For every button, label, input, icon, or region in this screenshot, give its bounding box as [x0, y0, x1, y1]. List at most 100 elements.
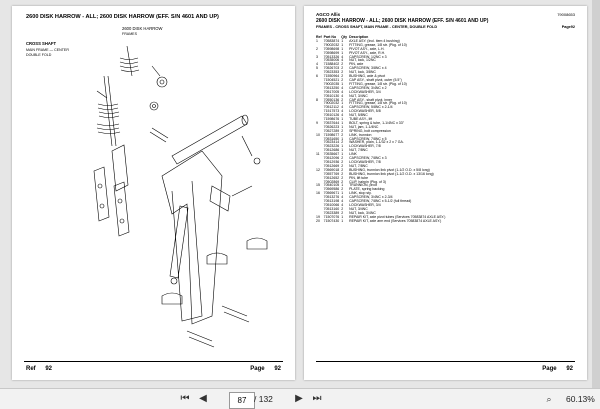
qty-cell: 4	[341, 58, 344, 63]
part-number-cell: 70512112	[323, 105, 339, 110]
document-code: 79008653	[557, 12, 575, 17]
next-page-icon[interactable]: ▶	[295, 393, 303, 404]
part-number-cell: 70598698	[323, 46, 340, 51]
vertical-scrollbar[interactable]	[592, 0, 600, 388]
description-cell: BUSHING, trunnion link pivot (1-1/2 O.D.…	[349, 171, 434, 176]
last-page-icon[interactable]: ⏭	[312, 393, 322, 404]
footer-rule	[24, 361, 283, 362]
qty-cell: 4	[341, 54, 344, 59]
section-title: CROSS SHAFT	[26, 41, 57, 46]
ref-cell: 10	[316, 132, 320, 137]
qty-cell: 2	[341, 128, 344, 133]
qty-cell: 1	[341, 136, 344, 141]
description-cell: NUT, 5/8NC	[349, 113, 368, 118]
qty-cell: 1	[341, 81, 344, 86]
zoom-level: 60.13%	[566, 394, 595, 404]
qty-cell: 2	[341, 97, 344, 102]
description-cell: BUSHING, trunnion link pivot (1-1/2 O.D.…	[349, 167, 430, 172]
qty-cell: 4	[341, 105, 344, 110]
description-cell: LOCKWASHER, 5/8	[349, 109, 381, 114]
part-number-cell: 70526703	[323, 66, 340, 71]
ref-cell: 16	[316, 191, 320, 196]
description-cell: REPAIR KIT, axle arm end (Services 70583…	[349, 218, 442, 223]
description-cell: TUBE ASY., lift	[349, 117, 373, 122]
qty-cell: 2	[341, 171, 344, 176]
qty-cell: 1	[341, 42, 344, 47]
illustration-page: 2600 DISK HARROW - ALL; 2600 DISK HARROW…	[12, 6, 295, 380]
section-sub-1: MAIN FRAME — CENTER	[26, 48, 69, 52]
ref-cell: 4	[316, 62, 318, 67]
ref-cell: 5	[316, 66, 318, 71]
prev-page-icon[interactable]: ◀	[199, 393, 207, 404]
qty-cell: 2	[341, 74, 344, 79]
page-number-input[interactable]	[229, 392, 255, 409]
description-cell: BOLT, spring & tube, 1-1/4NC x 33"	[349, 120, 404, 125]
qty-cell: 2	[341, 70, 344, 75]
qty-cell: 2	[341, 62, 344, 67]
part-number-cell: 70513250	[323, 85, 340, 90]
qty-cell: 4	[341, 85, 344, 90]
col-header-part: Part No	[323, 35, 337, 39]
qty-cell: 2	[341, 77, 344, 82]
description-cell: FITTING, grease, 1/8 str. (Pkg. of 10)	[349, 101, 407, 106]
ref-cell: 11	[316, 152, 320, 157]
page-ref: Page92	[561, 25, 575, 29]
qty-cell: 2	[341, 187, 344, 192]
qty-cell: 2	[341, 167, 344, 172]
qty-cell: 1	[341, 117, 344, 122]
description-cell: AXLE ASY. (Incl. item 4 bushing)	[349, 38, 400, 43]
ref-cell: 8	[316, 97, 318, 102]
description-cell: LINK	[349, 152, 357, 157]
description-cell: REPAIR KIT, axle pivot tubes (Services 7…	[349, 214, 446, 219]
description-cell: PIN, lift tube	[349, 175, 369, 180]
qty-cell: 2	[341, 66, 344, 71]
ref-cell: 9	[316, 120, 318, 125]
description-cell: PIN, axle	[349, 62, 364, 67]
description-cell: TRUNNION, pivot	[349, 183, 377, 188]
qty-cell: 4	[341, 89, 344, 94]
qty-cell: 1	[341, 218, 344, 223]
section-sub-2: DOUBLE FOLD	[26, 53, 52, 57]
description-cell: CAP ASY., shaft pivot, outer (5.5")	[349, 77, 402, 82]
zoom-icon[interactable]: ⌕	[546, 394, 552, 404]
part-number-cell: 70510130	[323, 93, 340, 98]
page-subheader: FRAMES - CROSS SHAFT, MAIN FRAME - CENTE…	[316, 25, 438, 29]
part-number-cell: 70512652	[323, 175, 340, 180]
qty-cell: 1	[341, 120, 344, 125]
description-cell: NUT, 3/4NC	[349, 93, 368, 98]
description-cell: FITTING, grease, 1/8 str. (Pkg. of 10)	[349, 81, 407, 86]
qty-cell: 4	[341, 93, 344, 98]
part-number-cell: 70569671	[323, 191, 340, 196]
qty-cell: 4	[341, 109, 344, 114]
first-page-icon[interactable]: ⏮	[180, 393, 190, 404]
part-number-cell: 70523414	[323, 140, 340, 145]
description-cell: LINK, stop sty.	[349, 191, 372, 196]
description-cell: NUT, lock, 3/8NC	[349, 70, 376, 75]
qty-cell: 2	[341, 160, 344, 164]
ref-cell: 12	[316, 167, 320, 172]
